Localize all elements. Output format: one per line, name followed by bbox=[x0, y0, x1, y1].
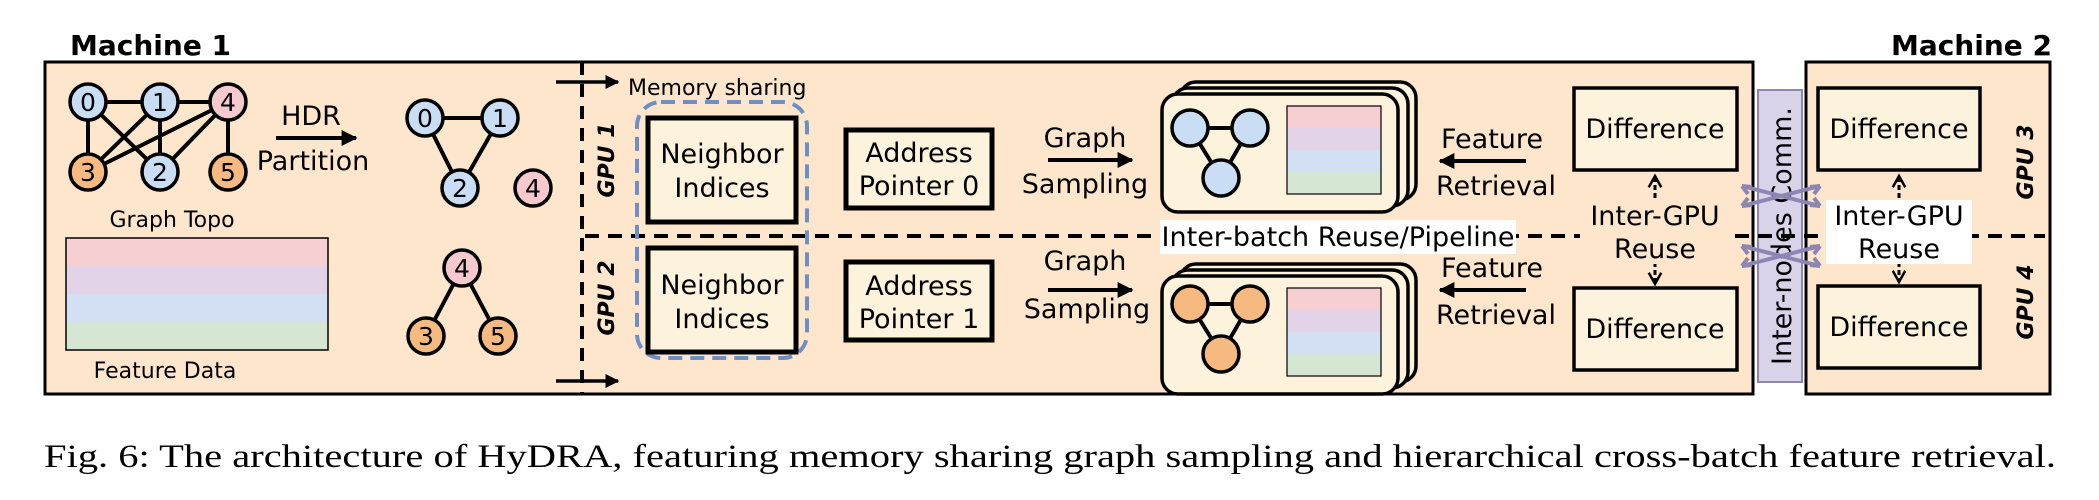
svg-text:1: 1 bbox=[152, 88, 168, 117]
address-pointer-1: Address Pointer 1 bbox=[843, 259, 995, 343]
inter-gpu-reuse-m2-bg bbox=[1826, 200, 1972, 264]
inter-gpu-reuse-m1-line2: Reuse bbox=[1614, 234, 1696, 265]
partition1-node-0: 0 bbox=[405, 98, 445, 138]
inter-gpu-reuse-m2-line1: Inter-GPU bbox=[1834, 201, 1963, 232]
svg-text:Difference: Difference bbox=[1585, 314, 1724, 345]
subgraph-feature-gpu2 bbox=[1286, 287, 1382, 377]
feature-retrieval-gpu2: Feature Retrieval bbox=[1436, 253, 1556, 331]
svg-text:2: 2 bbox=[152, 158, 168, 187]
difference-gpu1: Difference bbox=[1572, 86, 1739, 172]
gpu1-label: GPU 1 bbox=[595, 122, 620, 197]
subgraph-gpu2 bbox=[1170, 284, 1270, 374]
address-pointer-0: Address Pointer 0 bbox=[843, 127, 995, 211]
svg-text:Graph: Graph bbox=[1044, 123, 1127, 154]
topo-node-5: 5 bbox=[208, 152, 248, 192]
graph-sampling-gpu1: Graph Sampling bbox=[1022, 123, 1148, 200]
svg-text:Retrieval: Retrieval bbox=[1436, 171, 1556, 202]
machine2-title: Machine 2 bbox=[1891, 29, 2052, 62]
figure-caption: Fig. 6: The architecture of HyDRA, featu… bbox=[44, 439, 2056, 475]
partition1-node-1: 1 bbox=[480, 98, 520, 138]
inter-batch-label: Inter-batch Reuse/Pipeline bbox=[1162, 222, 1515, 253]
svg-text:3: 3 bbox=[80, 158, 96, 187]
machine1-title: Machine 1 bbox=[70, 29, 231, 62]
inter-gpu-reuse-m1-line1: Inter-GPU bbox=[1590, 201, 1719, 232]
svg-text:Feature: Feature bbox=[1441, 124, 1543, 155]
feature-data-table bbox=[65, 237, 329, 351]
inter-node-cross-arrows bbox=[1740, 184, 1822, 268]
subgraph-card-stack-gpu2 bbox=[1160, 262, 1418, 396]
memory-sharing-label: Memory sharing bbox=[628, 76, 806, 101]
svg-text:4: 4 bbox=[454, 254, 470, 283]
svg-text:Difference: Difference bbox=[1829, 114, 1968, 145]
svg-text:5: 5 bbox=[220, 158, 236, 187]
graph-sampling-gpu2: Graph Sampling bbox=[1024, 246, 1150, 325]
inter-gpu-reuse-m2-line2: Reuse bbox=[1858, 234, 1940, 265]
svg-text:Sampling: Sampling bbox=[1024, 294, 1150, 325]
subgraph-card-stack-gpu1 bbox=[1160, 80, 1418, 214]
difference-gpu3: Difference bbox=[1816, 86, 1982, 172]
svg-text:Address: Address bbox=[865, 138, 973, 169]
topo-node-0: 0 bbox=[68, 82, 108, 122]
svg-text:1: 1 bbox=[492, 104, 508, 133]
svg-text:2: 2 bbox=[452, 174, 468, 203]
partition2-node-4: 4 bbox=[442, 248, 482, 288]
svg-text:Feature: Feature bbox=[1441, 253, 1543, 284]
gpu4-label: GPU 4 bbox=[2014, 264, 2039, 339]
svg-text:3: 3 bbox=[418, 322, 434, 351]
topo-node-1: 1 bbox=[140, 82, 180, 122]
svg-text:Pointer 0: Pointer 0 bbox=[859, 171, 980, 202]
topo-node-2: 2 bbox=[140, 152, 180, 192]
gpu3-label: GPU 3 bbox=[2014, 124, 2039, 199]
partition2-node-3: 3 bbox=[406, 316, 446, 356]
svg-text:Indices: Indices bbox=[674, 173, 769, 204]
subgraph-feature-gpu1 bbox=[1286, 105, 1382, 195]
svg-text:Graph: Graph bbox=[1044, 246, 1127, 277]
feature-retrieval-gpu1: Feature Retrieval bbox=[1436, 124, 1556, 202]
hdr-label: HDR bbox=[281, 101, 341, 132]
inter-batch-label-bg bbox=[1160, 220, 1516, 254]
svg-text:Indices: Indices bbox=[674, 304, 769, 335]
svg-text:4: 4 bbox=[525, 174, 541, 203]
svg-text:0: 0 bbox=[80, 88, 96, 117]
partition1-node-2: 2 bbox=[440, 168, 480, 208]
svg-text:Difference: Difference bbox=[1585, 114, 1724, 145]
svg-text:Pointer 1: Pointer 1 bbox=[859, 304, 980, 335]
svg-text:5: 5 bbox=[490, 322, 506, 351]
topo-node-3: 3 bbox=[68, 152, 108, 192]
difference-gpu4: Difference bbox=[1816, 284, 1982, 370]
svg-text:Difference: Difference bbox=[1829, 312, 1968, 343]
svg-text:Sampling: Sampling bbox=[1022, 169, 1148, 200]
graph-topo: 0 1 4 3 2 5 bbox=[68, 82, 248, 192]
svg-text:Neighbor: Neighbor bbox=[660, 270, 784, 301]
svg-text:Address: Address bbox=[865, 271, 973, 302]
partition1-node-4: 4 bbox=[513, 168, 553, 208]
graph-topo-label: Graph Topo bbox=[109, 208, 234, 233]
partition2-node-5: 5 bbox=[478, 316, 518, 356]
neighbor-indices-gpu2: Neighbor Indices bbox=[645, 245, 799, 355]
partition-label: Partition bbox=[257, 146, 370, 177]
topo-node-4: 4 bbox=[208, 82, 248, 122]
partition1-graph: 0 1 2 4 bbox=[405, 98, 553, 208]
shared-memory-region bbox=[635, 100, 809, 360]
svg-text:Neighbor: Neighbor bbox=[660, 139, 784, 170]
svg-text:4: 4 bbox=[220, 88, 236, 117]
difference-gpu2: Difference bbox=[1572, 286, 1739, 372]
svg-text:0: 0 bbox=[417, 104, 433, 133]
gpu2-label: GPU 2 bbox=[595, 260, 620, 335]
inter-gpu-reuse-m1-bg bbox=[1580, 200, 1730, 264]
svg-text:Retrieval: Retrieval bbox=[1436, 300, 1556, 331]
subgraph-gpu1 bbox=[1170, 108, 1270, 198]
neighbor-indices-gpu1: Neighbor Indices bbox=[645, 115, 799, 225]
partition2-graph: 4 3 5 bbox=[406, 248, 518, 356]
feature-data-label: Feature Data bbox=[94, 359, 237, 384]
